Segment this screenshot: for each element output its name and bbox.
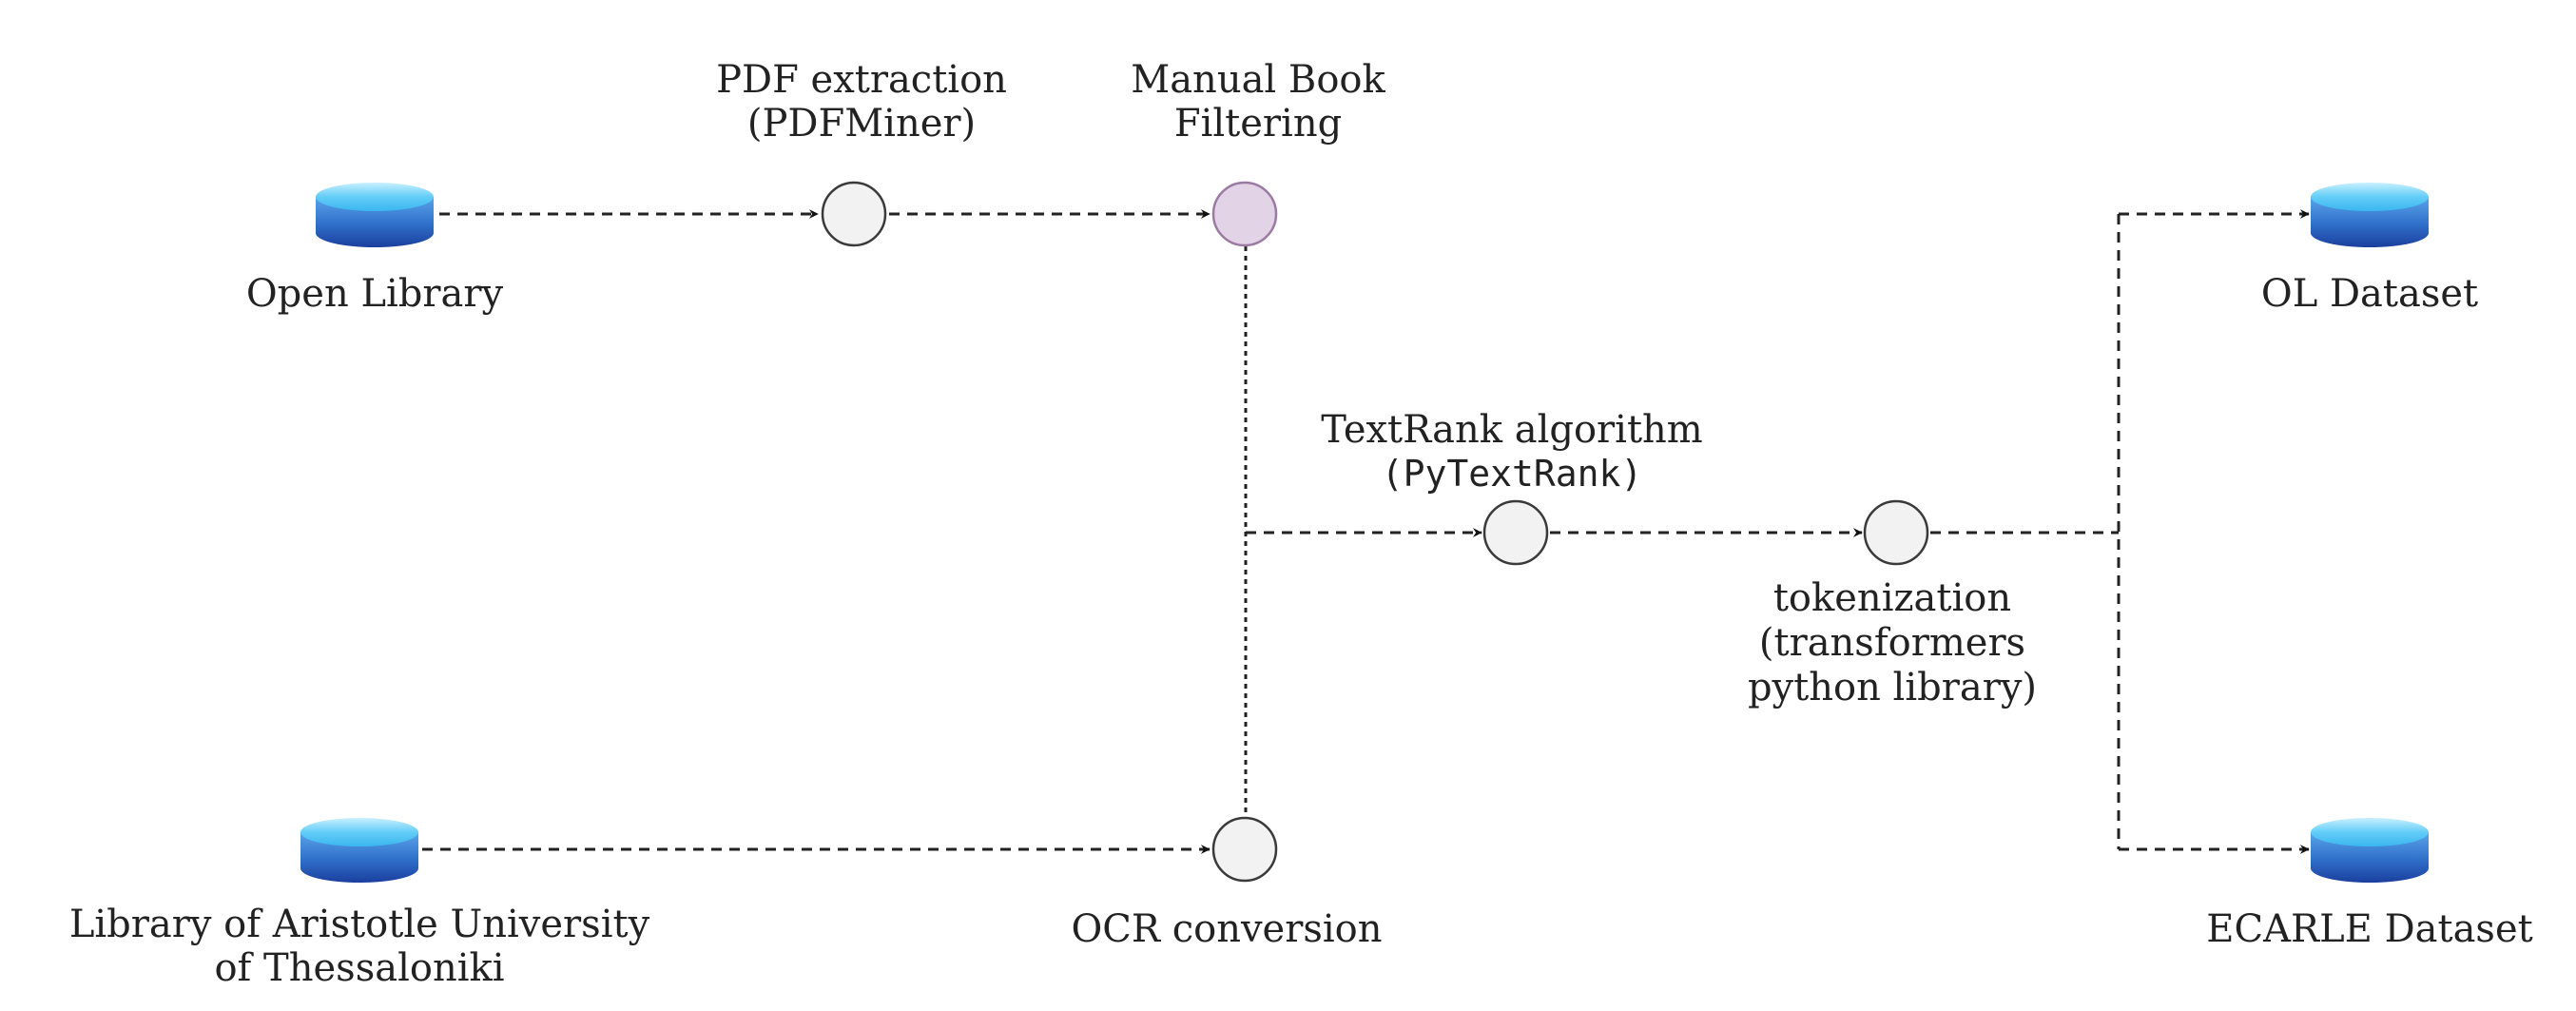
edges — [422, 209, 2310, 854]
pdf-extraction-label-line2: (PDFMiner) — [747, 102, 976, 146]
auth-library-database-icon — [300, 818, 418, 883]
ocr-conversion-node — [1211, 816, 1278, 883]
textrank-node — [1482, 499, 1549, 566]
manual-filtering-node — [1211, 181, 1278, 247]
manual-filtering-label-line2: Filtering — [1174, 102, 1342, 146]
open-library-database-icon — [316, 183, 434, 247]
auth-library-label-line1: Library of Aristotle University — [69, 903, 650, 946]
textrank-label-line1: TextRank algorithm — [1321, 408, 1702, 452]
ol-dataset-database-icon — [2311, 183, 2429, 247]
textrank-label-line2: (PyTextRank) — [1382, 453, 1643, 495]
tokenization-label-line2: (transformers — [1759, 621, 2025, 665]
manual-filtering-label-line1: Manual Book — [1131, 58, 1385, 102]
open-library-label: Open Library — [246, 272, 504, 316]
pdf-extraction-node — [821, 181, 887, 247]
ocr-conversion-label: OCR conversion — [1071, 907, 1382, 951]
tokenization-label-line1: tokenization — [1773, 576, 2011, 620]
ecarle-dataset-label: ECARLE Dataset — [2206, 907, 2532, 951]
ol-dataset-label: OL Dataset — [2261, 272, 2478, 316]
auth-library-label-line2: of Thessaloniki — [214, 946, 504, 990]
tokenization-node — [1863, 499, 1929, 566]
ecarle-dataset-database-icon — [2311, 818, 2429, 883]
tokenization-label-line3: python library) — [1748, 666, 2037, 710]
pdf-extraction-label-line1: PDF extraction — [716, 58, 1007, 102]
